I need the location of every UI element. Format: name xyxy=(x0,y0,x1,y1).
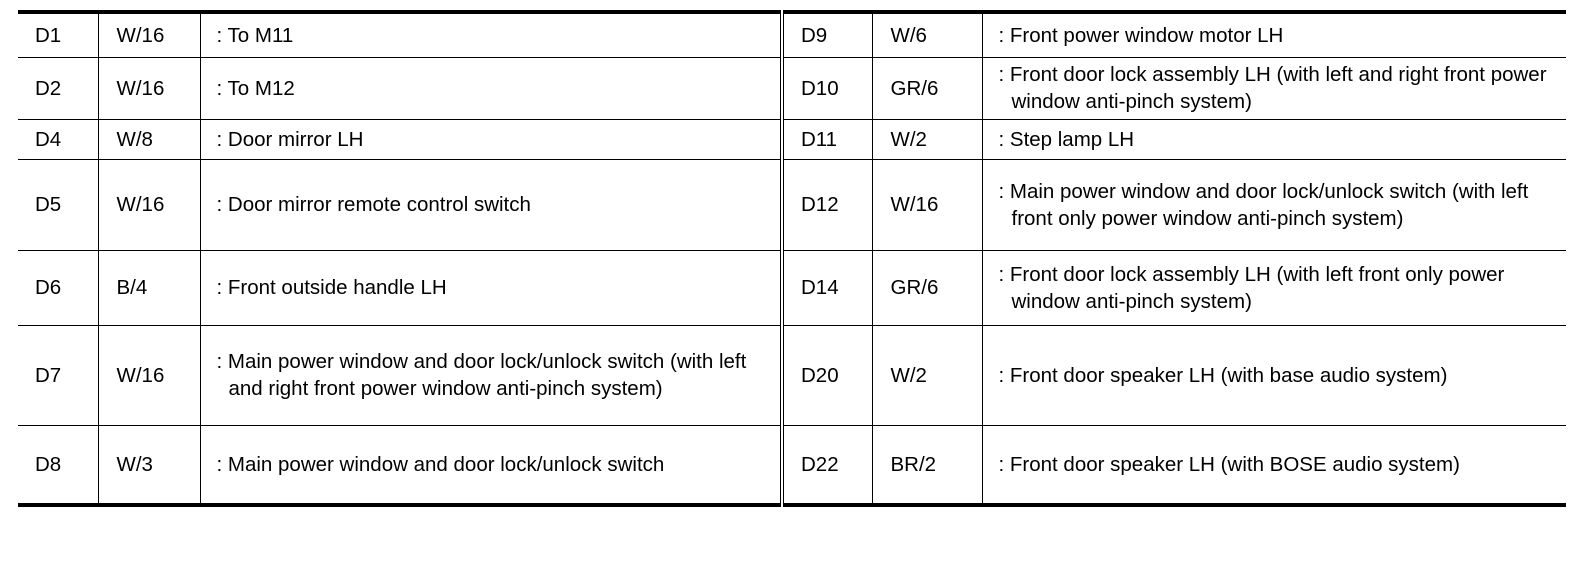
connector-code: D2 xyxy=(18,56,98,120)
connector-description-text: : Front door speaker LH (with base audio… xyxy=(998,363,1448,387)
connector-description: : Main power window and door lock/unlock… xyxy=(199,424,782,506)
connector-description-text: : Main power window and door lock/unlock… xyxy=(216,452,665,476)
connector-wire: W/2 xyxy=(871,118,982,160)
connector-description-text: : To M11 xyxy=(216,23,294,47)
connector-description: : Front outside handle LH xyxy=(199,249,782,326)
connector-description: : To M11 xyxy=(199,11,782,58)
table-row: D4 W/8 : Door mirror LH D11 W/2 : Step l… xyxy=(18,118,1566,160)
connector-code: D12 xyxy=(780,158,872,251)
table-row: D6 B/4 : Front outside handle LH D14 GR/… xyxy=(18,249,1566,326)
connector-description-text: : Front door lock assembly LH (with left… xyxy=(998,63,1547,113)
connector-description-text: : Front door lock assembly LH (with left… xyxy=(998,262,1505,313)
connector-description: : To M12 xyxy=(199,56,782,120)
connector-code: D20 xyxy=(780,324,872,426)
connector-wire: W/6 xyxy=(871,11,982,58)
connector-description: : Main power window and door lock/unlock… xyxy=(199,324,782,426)
connector-code: D22 xyxy=(780,424,872,506)
table-row: D5 W/16 : Door mirror remote control swi… xyxy=(18,158,1566,251)
connector-description-text: : Step lamp LH xyxy=(998,127,1135,151)
connector-description: : Front door lock assembly LH (with left… xyxy=(981,56,1566,120)
connector-table-container: D1 W/16 : To M11 D9 W/6 : Front power wi… xyxy=(18,10,1566,507)
connector-description-text: : Door mirror remote control switch xyxy=(216,193,531,216)
connector-wire: W/8 xyxy=(97,118,200,160)
connector-wire: GR/6 xyxy=(871,249,982,326)
connector-description-text: : Main power window and door lock/unlock… xyxy=(216,350,747,400)
connector-wire: W/16 xyxy=(97,11,200,58)
connector-code: D4 xyxy=(18,118,98,160)
connector-code: D5 xyxy=(18,158,98,251)
connector-wire: W/16 xyxy=(97,158,200,251)
connector-description: : Front door speaker LH (with base audio… xyxy=(981,324,1566,426)
connector-wire: W/2 xyxy=(871,324,982,426)
connector-code: D7 xyxy=(18,324,98,426)
connector-wire: W/16 xyxy=(871,158,982,251)
table-row: D1 W/16 : To M11 D9 W/6 : Front power wi… xyxy=(18,11,1566,58)
connector-description: : Step lamp LH xyxy=(981,118,1566,160)
connector-code: D11 xyxy=(780,118,872,160)
connector-description-text: : Front door speaker LH (with BOSE audio… xyxy=(998,452,1460,476)
connector-code: D8 xyxy=(18,424,98,506)
connector-wire: W/3 xyxy=(97,424,200,506)
table-row: D7 W/16 : Main power window and door loc… xyxy=(18,324,1566,426)
connector-code: D9 xyxy=(780,11,872,58)
connector-wire: B/4 xyxy=(97,249,200,326)
connector-wire: GR/6 xyxy=(871,56,982,120)
connector-code: D1 xyxy=(18,11,98,58)
connector-description: : Door mirror remote control switch xyxy=(199,158,782,251)
connector-description-text: : Main power window and door lock/unlock… xyxy=(998,179,1529,230)
connector-description: : Front door speaker LH (with BOSE audio… xyxy=(981,424,1566,506)
table-row: D8 W/3 : Main power window and door lock… xyxy=(18,424,1566,506)
table-row: D2 W/16 : To M12 D10 GR/6 : Front door l… xyxy=(18,56,1566,120)
connector-description-text: : To M12 xyxy=(216,76,295,100)
connector-description-text: : Front power window motor LH xyxy=(998,23,1284,47)
connector-description: : Door mirror LH xyxy=(199,118,782,160)
connector-table: D1 W/16 : To M11 D9 W/6 : Front power wi… xyxy=(18,10,1566,507)
connector-description-text: : Door mirror LH xyxy=(216,127,364,151)
connector-wire: W/16 xyxy=(97,56,200,120)
connector-code: D10 xyxy=(780,56,872,120)
connector-wire: W/16 xyxy=(97,324,200,426)
connector-code: D14 xyxy=(780,249,872,326)
connector-description: : Front door lock assembly LH (with left… xyxy=(981,249,1566,326)
connector-description-text: : Front outside handle LH xyxy=(216,276,447,299)
connector-wire: BR/2 xyxy=(871,424,982,506)
connector-description: : Front power window motor LH xyxy=(981,11,1566,58)
connector-description: : Main power window and door lock/unlock… xyxy=(981,158,1566,251)
connector-code: D6 xyxy=(18,249,98,326)
